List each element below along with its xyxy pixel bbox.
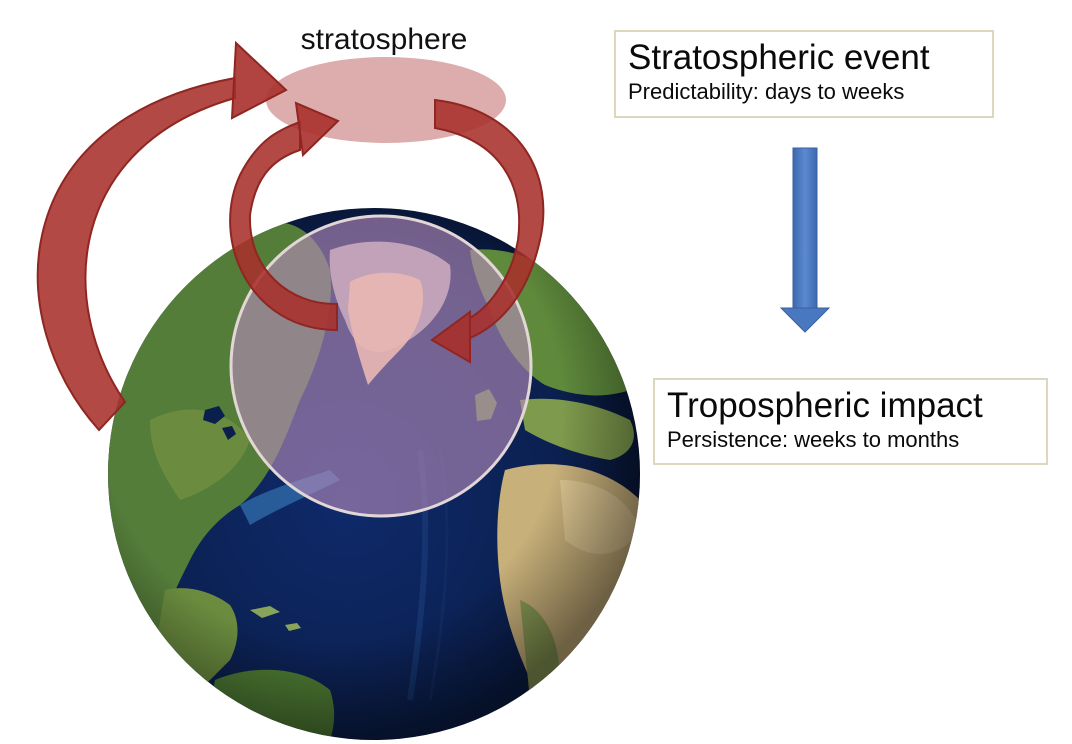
stratosphere-label: stratosphere bbox=[300, 23, 468, 56]
arrow-down-icon bbox=[779, 147, 831, 333]
greenland-landmass bbox=[348, 272, 424, 385]
tropospheric-impact-subtitle: Persistence: weeks to months bbox=[667, 427, 960, 452]
inner-right-circulation-arrow bbox=[430, 98, 545, 364]
inner-left-circulation-arrow bbox=[229, 101, 340, 332]
stratospheric-event-title: Stratospheric event bbox=[628, 38, 930, 77]
tropospheric-impact-box: Tropospheric impact Persistence: weeks t… bbox=[653, 378, 1048, 465]
stratospheric-event-box: Stratospheric event Predictability: days… bbox=[614, 30, 994, 118]
outer-circulation-arrow bbox=[36, 40, 288, 432]
stratospheric-event-subtitle: Predictability: days to weeks bbox=[628, 79, 905, 104]
tropospheric-impact-title: Tropospheric impact bbox=[667, 386, 983, 425]
